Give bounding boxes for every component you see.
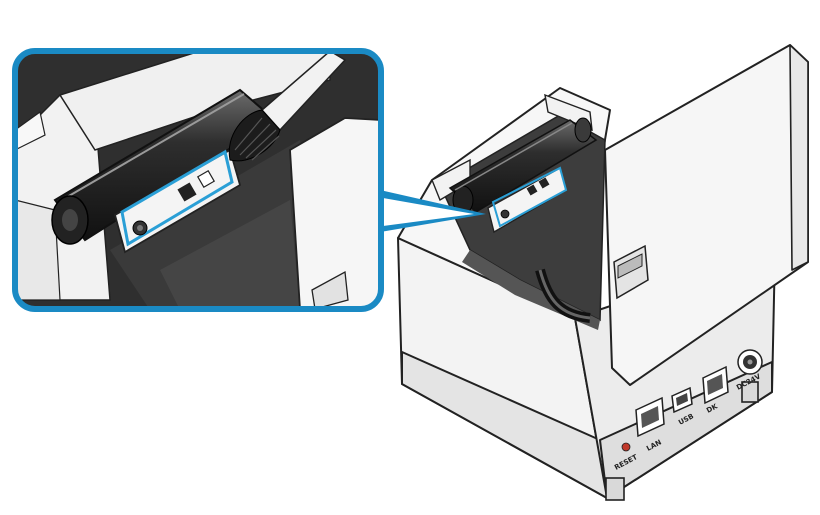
- cleaning-brush: [228, 51, 347, 162]
- dk-port: [702, 365, 729, 405]
- callout-pointer: [380, 190, 486, 232]
- reset-button: [621, 442, 631, 452]
- sensor-bracket: [487, 166, 568, 234]
- cover-latch: [613, 244, 649, 300]
- magnified-sensor-bracket: [113, 148, 242, 254]
- usb-port: [671, 386, 693, 414]
- dc-power-port: [737, 349, 763, 375]
- platen-roller: [448, 117, 598, 215]
- printer-cover-open: [604, 44, 809, 386]
- lan-port: [635, 396, 665, 438]
- magnified-callout: [12, 48, 384, 312]
- callout-border: [12, 48, 384, 312]
- magnified-cover-edge: [289, 117, 381, 309]
- printer-interior: [431, 93, 606, 330]
